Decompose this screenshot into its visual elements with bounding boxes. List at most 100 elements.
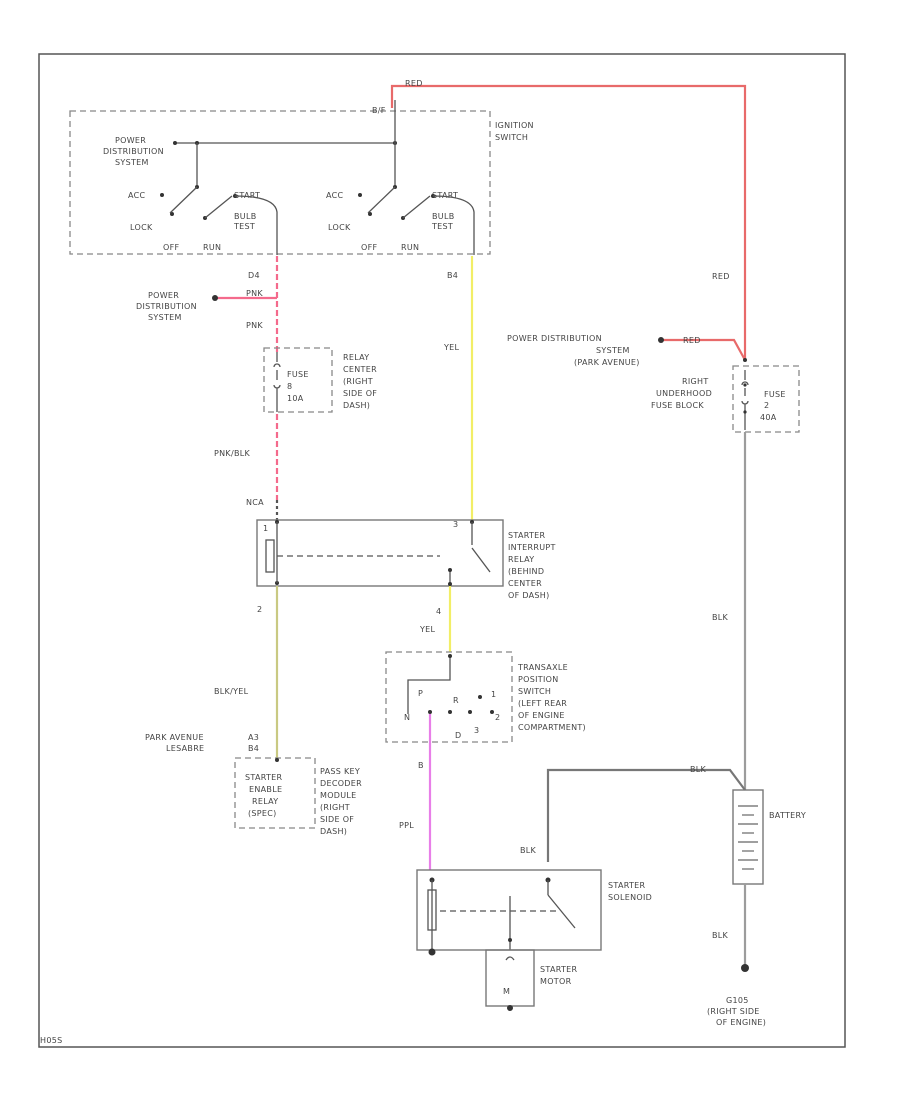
switch-blade [169, 186, 198, 214]
solenoid-node [508, 938, 512, 942]
pnk-label-a: PNK [246, 289, 263, 298]
ground-label-1: G105 [726, 996, 749, 1005]
right-fuse-block: POWER DISTRIBUTION SYSTEM (PARK AVENUE) … [507, 334, 800, 433]
ign-right-acc: ACC [326, 191, 344, 200]
ign-pds-label-3: SYSTEM [115, 158, 149, 167]
tps-pin-out: B [418, 761, 424, 770]
fuse-right-loc-1: RIGHT [682, 377, 709, 386]
passkey-module-3: MODULE [320, 791, 357, 800]
passkey-module-1: PASS KEY [320, 767, 360, 776]
contact-lock [170, 212, 174, 216]
passkey-module-4: (RIGHT [320, 803, 350, 812]
pass-key-decoder-module: PARK AVENUE LESABRE A3 B4 STARTER ENABLE… [145, 733, 362, 836]
battery-circuit: BLK BLK BATTERY BLK G105 (RIGHT SIDE OF … [546, 432, 806, 1027]
passkey-node [275, 758, 279, 762]
passkey-pin-2: B4 [248, 744, 259, 753]
tps-node [448, 710, 452, 714]
ign-left-bulb-2: TEST [233, 222, 255, 231]
red-pds-label: RED [683, 336, 701, 345]
blk-yel-label: BLK/YEL [214, 687, 249, 696]
relay-switch-blade [471, 547, 491, 573]
switch-blade [204, 195, 233, 219]
pds-connector-dot [658, 337, 664, 343]
blk-wire-label: BLK [712, 613, 729, 622]
motor-ground-dot [507, 1005, 513, 1011]
transaxle-position-switch: P N R 1 2 3 D TRANSAXLE POSITION SWITCH … [385, 651, 586, 770]
ign-pds-label-2: DISTRIBUTION [103, 147, 164, 156]
relay-label-1: STARTER [508, 531, 546, 540]
tps-node [428, 710, 432, 714]
yel-top-label: YEL [443, 343, 460, 352]
tps-pos-p: P [418, 689, 423, 698]
contact-acc [160, 193, 164, 197]
ground-label-3: OF ENGINE) [716, 1018, 766, 1027]
passkey-variant-1: PARK AVENUE [145, 733, 204, 742]
tps-label-6: COMPARTMENT) [518, 723, 586, 732]
battery-cells [738, 805, 758, 870]
fuse-right-loc-3: FUSE BLOCK [651, 401, 704, 410]
relay-node [448, 582, 452, 586]
red-wire [390, 84, 747, 360]
junction-dot [743, 358, 747, 362]
relay-label-3: RELAY [508, 555, 535, 564]
relay-label-2: INTERRUPT [508, 543, 556, 552]
contact-lock [368, 212, 372, 216]
pds-right-1: POWER DISTRIBUTION [507, 334, 602, 343]
fuse-left-label-3: 10A [287, 394, 304, 403]
starter-motor: M STARTER MOTOR [485, 949, 577, 1011]
pds-right-3: (PARK AVENUE) [574, 358, 640, 367]
relay-label-4: (BEHIND [508, 567, 544, 576]
relay-box [256, 519, 504, 587]
ignition-switch-label-2: SWITCH [495, 133, 528, 142]
fuse-left-loc-1: RELAY [343, 353, 370, 362]
ppl-label: PPL [399, 821, 414, 830]
tps-node [490, 710, 494, 714]
yellow-mid-circuit: YEL [419, 586, 452, 652]
pds-right-2: SYSTEM [596, 346, 630, 355]
blk-starter-label: BLK [520, 846, 537, 855]
blk-yel-circuit: BLK/YEL [214, 586, 279, 758]
ppl-circuit: PPL [399, 714, 432, 870]
contact-acc [358, 193, 362, 197]
blk-batt-label: BLK [690, 765, 707, 774]
tps-pos-2: 2 [495, 713, 500, 722]
tps-wiper [407, 656, 451, 714]
fuse-left-label-1: FUSE [287, 370, 309, 379]
ign-right-lock: LOCK [328, 223, 351, 232]
ign-right-bulb-1: BULB [432, 212, 455, 221]
ign-right-run: RUN [401, 243, 419, 252]
relay-label-5: CENTER [508, 579, 542, 588]
motor-label-2: MOTOR [540, 977, 572, 986]
passkey-relay-3: RELAY [252, 797, 279, 806]
relay-node [448, 568, 452, 572]
relay-pin-4: 4 [436, 607, 441, 616]
yellow-circuit: YEL [443, 256, 474, 520]
blk-ground-label: BLK [712, 931, 729, 940]
fuse-right-label-3: 40A [760, 413, 777, 422]
ign-pds-label-1: POWER [115, 136, 146, 145]
start-contact-lead [234, 195, 278, 255]
switch-blade [367, 186, 396, 214]
bus-dot [173, 141, 177, 145]
pink-circuit: PNK PNK POWER DISTRIBUTION SYSTEM FUSE 8… [136, 256, 377, 520]
relay-pin-3: 3 [453, 520, 458, 529]
red-battery-feed: RED RED RED [390, 79, 747, 362]
pds-left-3: SYSTEM [148, 313, 182, 322]
tps-pos-n: N [404, 713, 410, 722]
ignition-switch-label-1: IGNITION [495, 121, 534, 130]
battery-box [732, 789, 764, 885]
fuse-left-loc-2: CENTER [343, 365, 377, 374]
battery-label: BATTERY [769, 811, 806, 820]
fuse-right-node [743, 383, 747, 387]
passkey-module-6: DASH) [320, 827, 347, 836]
fuse-left-symbol [273, 352, 281, 412]
motor-box [485, 949, 535, 1007]
relay-pin-1: 1 [263, 524, 268, 533]
fuse-right-symbol [741, 370, 749, 430]
ign-right-start: START [432, 191, 458, 200]
relay-coil [265, 539, 275, 573]
solenoid-box [416, 869, 602, 951]
passkey-relay-box [234, 757, 316, 829]
tps-pos-r: R [453, 696, 459, 705]
